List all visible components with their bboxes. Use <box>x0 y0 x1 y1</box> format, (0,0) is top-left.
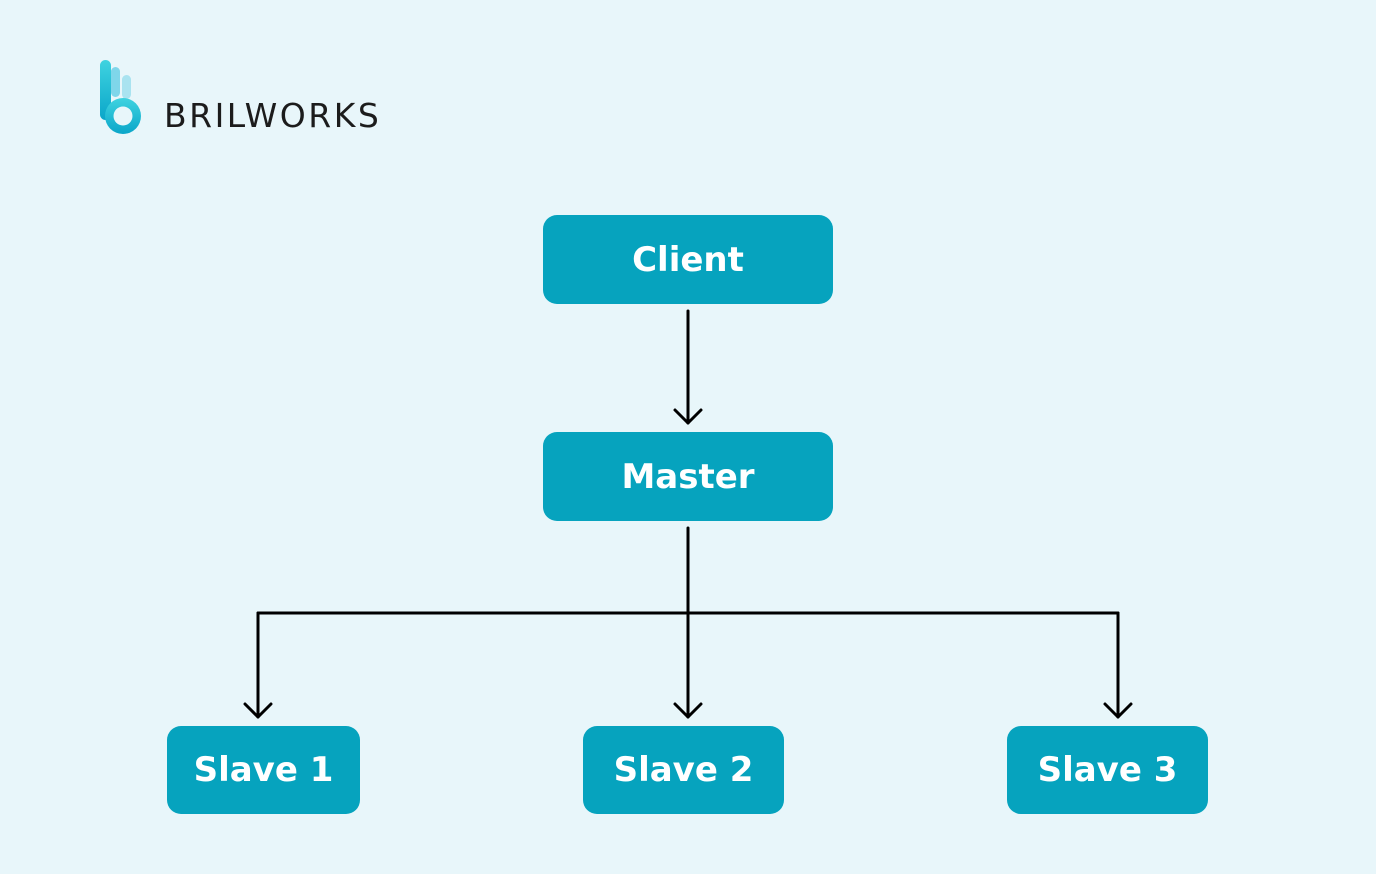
brilworks-logo-icon <box>100 60 141 134</box>
edge-master-slave2 <box>673 611 703 719</box>
edge-client-master <box>673 309 703 425</box>
edge-master-slave3 <box>686 611 1133 719</box>
node-slave-3: Slave 3 <box>1007 726 1208 814</box>
node-master: Master <box>543 432 833 521</box>
node-client: Client <box>543 215 833 304</box>
edge-master-slave1 <box>243 526 690 719</box>
node-slave-1: Slave 1 <box>167 726 360 814</box>
brand-logo: BRILWORKS <box>98 58 398 148</box>
node-slave-2: Slave 2 <box>583 726 784 814</box>
brand-name: BRILWORKS <box>164 96 382 135</box>
